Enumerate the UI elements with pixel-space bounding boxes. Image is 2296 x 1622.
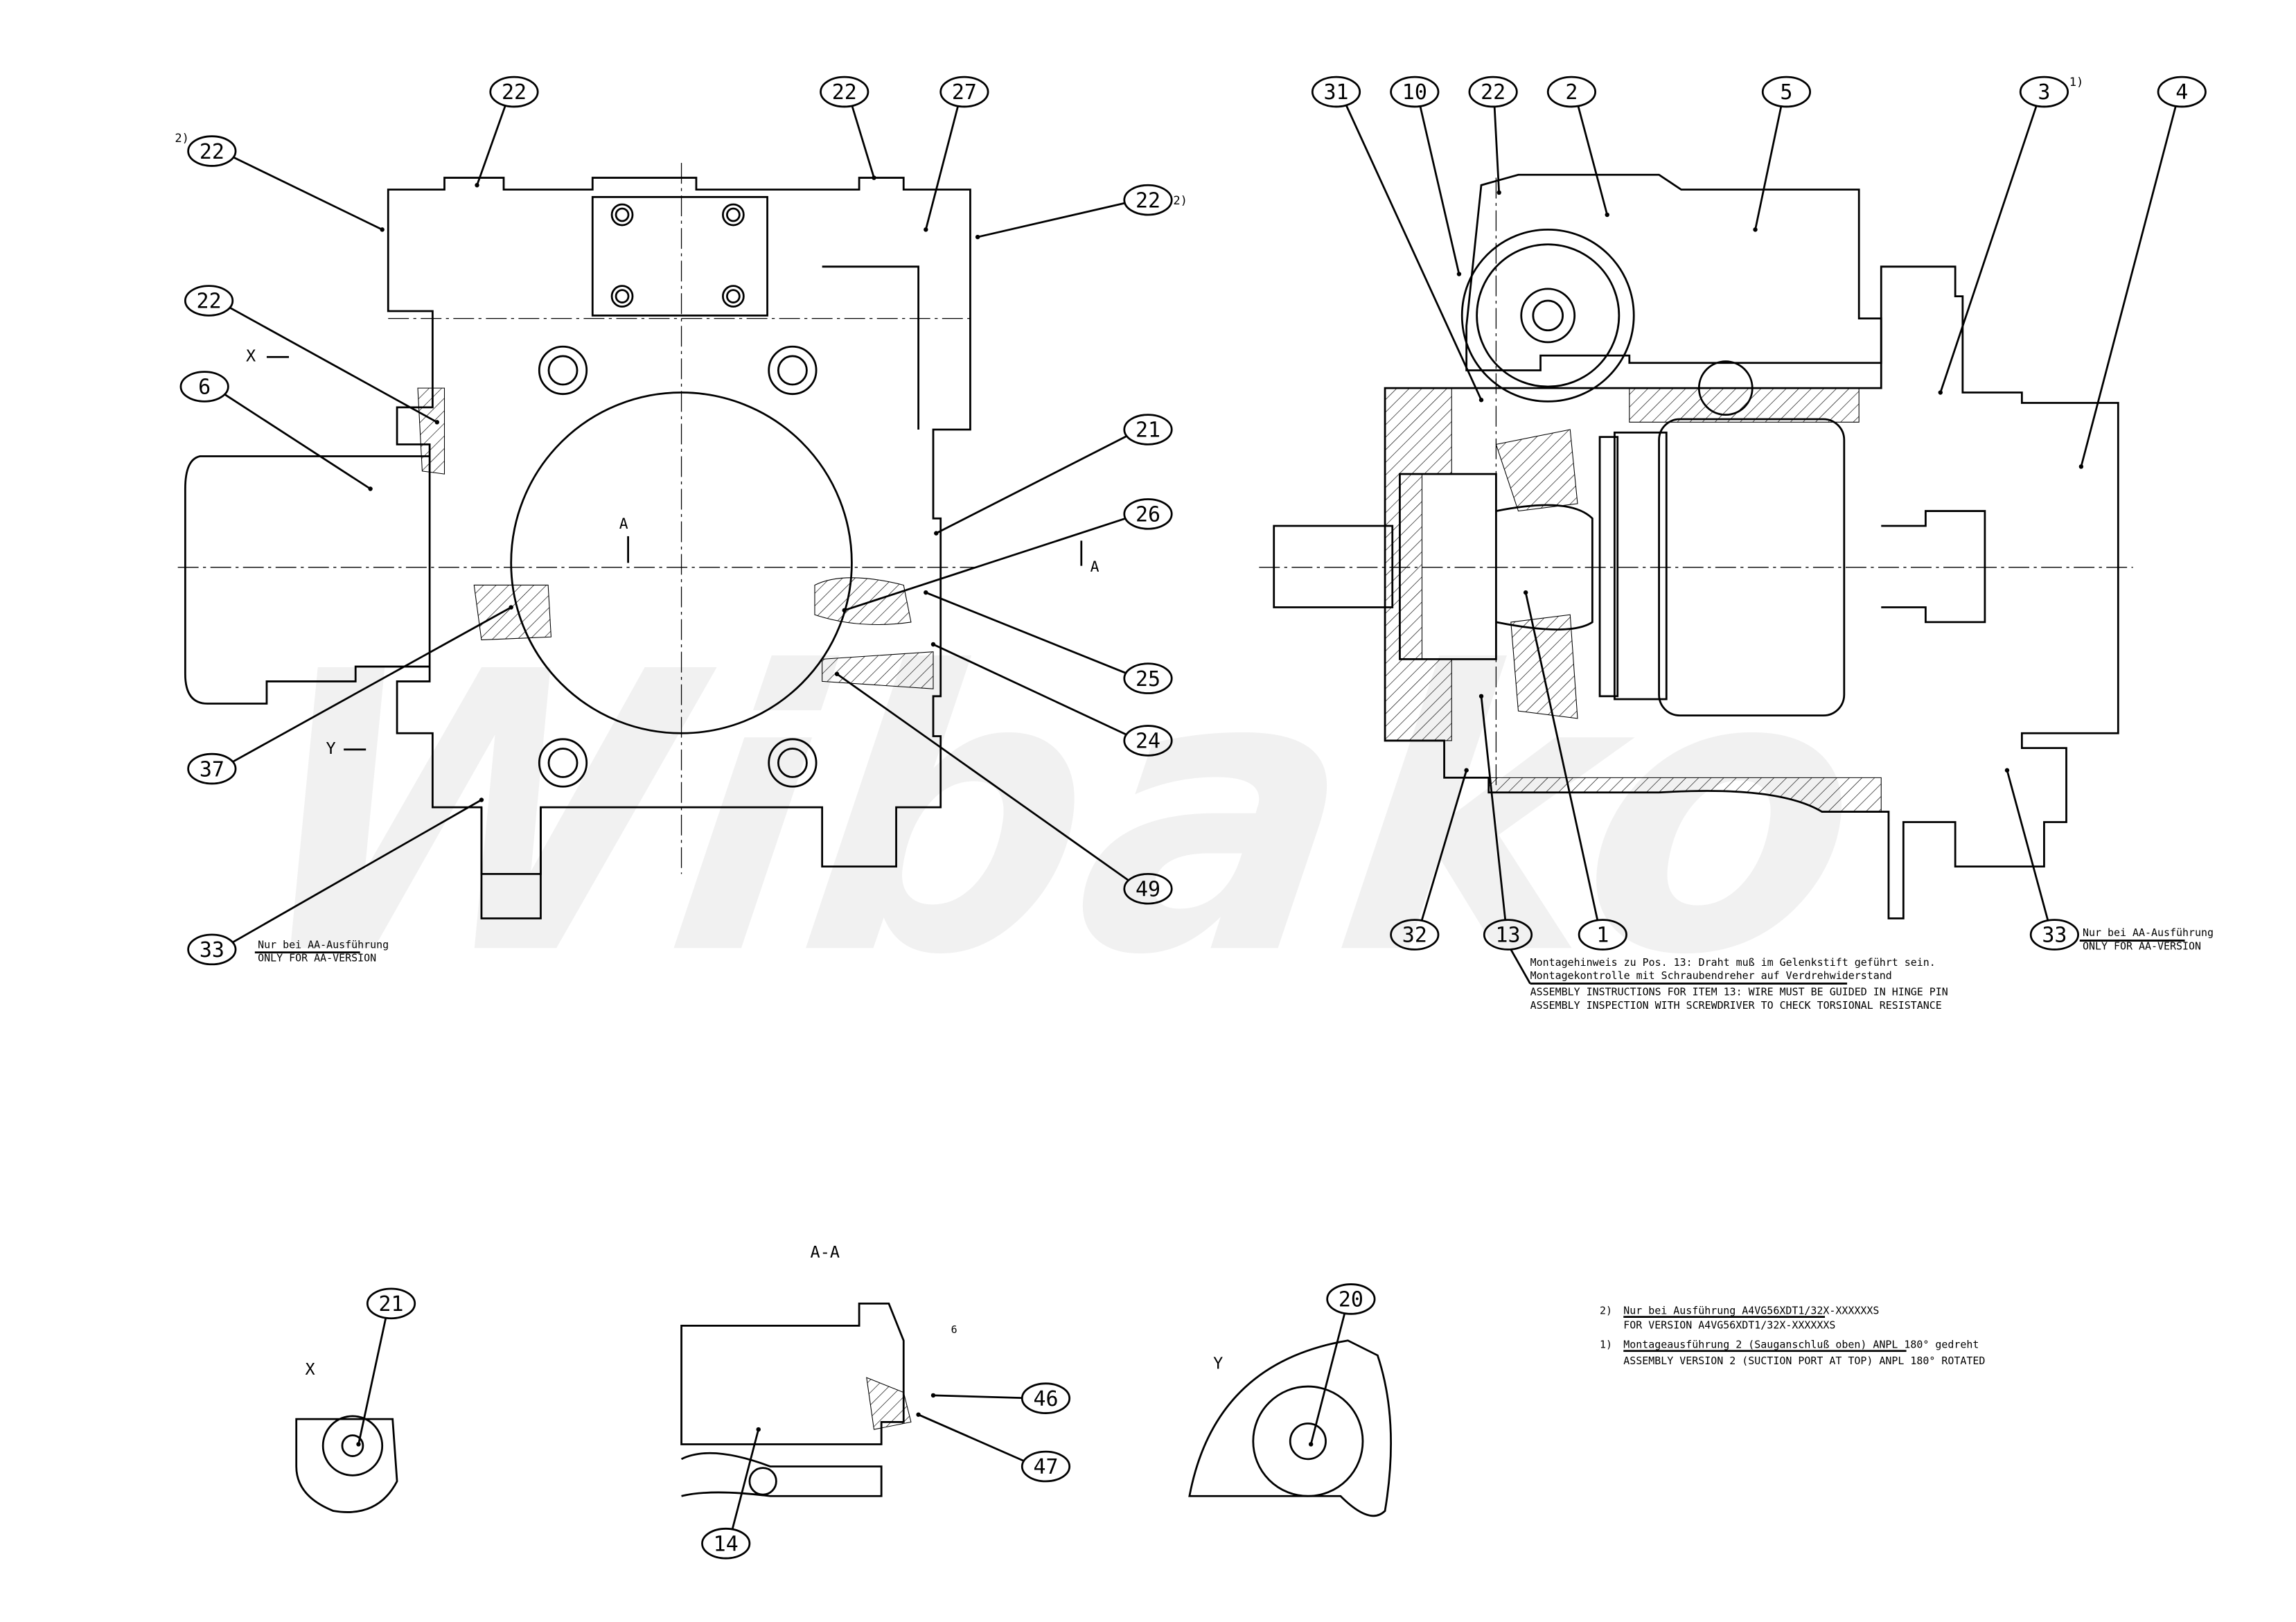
- balloon-number: 25: [1136, 667, 1160, 691]
- balloon-number: 37: [200, 757, 224, 782]
- callout-balloon: 46: [930, 1382, 1071, 1414]
- watermark: Wibako: [224, 591, 1887, 1039]
- callout-balloon: 6: [179, 371, 373, 491]
- callout-balloon: 1: [1523, 590, 1627, 951]
- callout-balloon: 22: [475, 76, 539, 188]
- bolt-icon: [538, 738, 588, 788]
- callout-balloon: 4: [2078, 76, 2207, 469]
- balloon-number: 14: [714, 1532, 739, 1556]
- balloon-number: 27: [952, 80, 977, 105]
- drawing-label: Y: [326, 739, 335, 758]
- drawing-label: 2): [1600, 1304, 1612, 1316]
- balloon-number: 46: [1033, 1387, 1058, 1411]
- bolt-icon: [610, 285, 634, 308]
- callout-balloon: 25: [924, 590, 1173, 694]
- balloon-number: 10: [1402, 80, 1427, 105]
- drawing-label: Nur bei AA-Ausführung: [2083, 926, 2214, 939]
- callout-balloon: 14: [701, 1427, 761, 1560]
- drawing-label: X: [246, 346, 256, 366]
- drawing-label: Montagehinweis zu Pos. 13: Draht muß im …: [1530, 956, 1936, 969]
- drawing-label: 1): [2069, 76, 2084, 89]
- callout-balloon: 21: [356, 1287, 416, 1447]
- drawing-label: Nur bei Ausführung A4VG56XDT1/32X-XXXXXX…: [1623, 1304, 1879, 1316]
- balloon-number: 3: [2038, 80, 2050, 105]
- callout-balloon: 22: [975, 184, 1173, 240]
- callout-balloon: 27: [924, 76, 989, 232]
- callout-balloon: 5: [1753, 76, 1812, 232]
- balloon-number: 32: [1402, 924, 1427, 948]
- callout-balloon: 10: [1390, 76, 1462, 276]
- bolt-icon: [538, 345, 588, 396]
- callout-balloon: 33: [187, 797, 484, 966]
- drawing-label: ONLY FOR AA-VERSION: [258, 951, 376, 964]
- balloon-number: 47: [1033, 1455, 1058, 1479]
- balloon-number: 33: [200, 938, 224, 962]
- bolt-icon: [722, 285, 745, 308]
- drawing-label: FOR VERSION A4VG56XDT1/32X-XXXXXXS: [1623, 1319, 1835, 1332]
- drawing-label: Montageausführung 2 (Sauganschluß oben) …: [1623, 1338, 1979, 1350]
- balloon-number: 5: [1780, 80, 1792, 105]
- balloon-number: 21: [1136, 418, 1160, 443]
- balloon-number: 21: [379, 1292, 404, 1316]
- drawing-label: ASSEMBLY INSPECTION WITH SCREWDRIVER TO …: [1530, 999, 1942, 1012]
- bolt-icon: [768, 345, 818, 396]
- callout-balloon: 20: [1308, 1283, 1376, 1447]
- drawing-label: 2): [175, 132, 189, 146]
- drawing-label: A-A: [811, 1242, 840, 1262]
- callout-balloon: 2: [1546, 76, 1609, 218]
- callout-balloon: 13: [1478, 694, 1533, 951]
- drawing-label: Nur bei AA-Ausführung: [258, 938, 389, 951]
- balloon-number: 22: [1481, 80, 1505, 105]
- callout-balloon: 3: [1938, 76, 2069, 395]
- drawing-label: ASSEMBLY VERSION 2 (SUCTION PORT AT TOP)…: [1623, 1355, 1985, 1367]
- left-view: [177, 163, 978, 919]
- balloon-number: 4: [2175, 80, 2188, 105]
- right-view: [1259, 173, 2133, 919]
- callout-balloon: 22: [1468, 76, 1518, 195]
- balloon-number: 22: [832, 80, 857, 105]
- callout-balloon: 26: [842, 498, 1173, 613]
- callout-balloon: 47: [916, 1412, 1071, 1483]
- drawing-label: ASSEMBLY INSTRUCTIONS FOR ITEM 13: WIRE …: [1530, 986, 1948, 998]
- callout-balloon: 37: [187, 605, 513, 785]
- bolt-icon: [768, 738, 818, 788]
- callout-balloon: 33: [2004, 768, 2079, 951]
- callout-balloon: 22: [187, 135, 385, 232]
- detail-views: [295, 1302, 1392, 1517]
- balloon-number: 2: [1565, 80, 1578, 105]
- balloon-number: 24: [1136, 730, 1160, 754]
- drawing-label: X: [306, 1359, 315, 1379]
- balloon-number: 20: [1339, 1288, 1363, 1312]
- callout-balloon: 24: [930, 642, 1173, 757]
- balloon-number: 13: [1495, 924, 1520, 948]
- balloon-number: 22: [502, 80, 527, 105]
- balloon-number: 22: [1136, 188, 1160, 213]
- balloon-number: 31: [1323, 80, 1348, 105]
- balloon-number: 6: [198, 376, 211, 400]
- callout-balloon: 21: [934, 414, 1173, 536]
- bolt-icon: [610, 203, 634, 227]
- callout-balloon: 22: [184, 285, 440, 425]
- drawing-label: ONLY FOR AA-VERSION: [2083, 940, 2201, 952]
- bolt-icon: [722, 203, 745, 227]
- callout-balloon: 32: [1390, 768, 1469, 951]
- balloon-number: 26: [1136, 503, 1160, 527]
- balloon-number: 33: [2042, 924, 2067, 948]
- drawing-label: 6: [951, 1323, 957, 1336]
- drawing-label: 2): [1173, 194, 1187, 208]
- callout-balloon: 31: [1311, 76, 1484, 403]
- drawing-label: 1): [1600, 1338, 1612, 1350]
- balloon-number: 22: [197, 290, 222, 314]
- balloon-number: 49: [1136, 877, 1160, 901]
- balloon-number: 22: [200, 140, 224, 164]
- callout-balloon: 49: [834, 671, 1173, 905]
- drawing-label: A: [619, 515, 628, 533]
- drawing-label: Y: [1213, 1353, 1223, 1373]
- drawing-label: Montagekontrolle mit Schraubendreher auf…: [1530, 969, 1892, 982]
- callout-balloon: 22: [820, 76, 876, 180]
- drawing-label: A: [1090, 558, 1100, 576]
- balloon-number: 1: [1596, 924, 1609, 948]
